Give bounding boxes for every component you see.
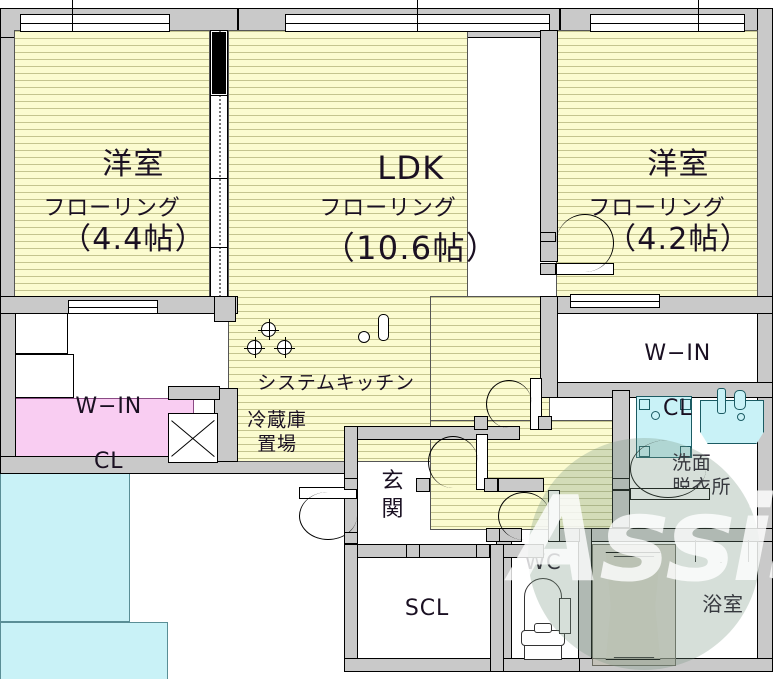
- wall-scl-bottom: [344, 658, 504, 672]
- bathtub-icon: [605, 552, 661, 660]
- wm-foot-tr: [680, 399, 691, 410]
- window-mullion-1: [72, 0, 73, 32]
- window-bedroom-left: [20, 14, 170, 32]
- door-arc-front: [299, 492, 357, 540]
- vanity-basin-icon: [700, 400, 764, 444]
- partition-rail-1: [210, 95, 228, 96]
- fridge-space-icon: [168, 413, 218, 463]
- wall-bath-left: [578, 528, 592, 670]
- door-jamb-hall-left: [416, 478, 430, 492]
- wm-drain-icon: [651, 411, 660, 420]
- vanity-drain-icon: [737, 413, 745, 421]
- window-mullion-3: [698, 0, 699, 32]
- burner-top: [258, 319, 279, 340]
- bath-vent-icon: [695, 540, 749, 562]
- vanity-faucet-icon: [717, 388, 726, 414]
- vanity-mirror-icon: [734, 390, 746, 410]
- toilet-paper-holder-icon: [559, 598, 571, 634]
- door-jamb-front-bottom: [344, 532, 358, 544]
- wall-kitchen-top: [214, 296, 236, 322]
- burner-right: [274, 337, 295, 358]
- sliding-door-partition[interactable]: [210, 30, 228, 298]
- bath-label: 浴室: [702, 592, 744, 616]
- room-ldk: [228, 30, 468, 462]
- wall-closet-left-step: [168, 386, 220, 400]
- scl-label: SCL: [404, 596, 450, 621]
- door-jamb-wc-left: [486, 528, 500, 542]
- wall-hall-right-top: [498, 478, 544, 492]
- door-jamb-br-top: [540, 232, 556, 242]
- wall-wc-bottom: [496, 658, 580, 672]
- wall-closet-left-right-lower: [214, 388, 238, 462]
- scl-jamb-right: [476, 544, 490, 558]
- door-jamb-hall-right: [484, 478, 498, 492]
- window-mullion-2: [417, 0, 418, 32]
- wall-closet-right-left: [540, 296, 558, 398]
- toilet-lid-icon: [534, 623, 552, 633]
- door-jamb-washroom-top: [612, 478, 630, 490]
- bath-vent-triangle: [695, 540, 747, 563]
- entrance-label: 玄関: [381, 469, 405, 522]
- door-arc-hall: [428, 436, 478, 488]
- scl-jamb-left: [406, 544, 420, 558]
- door-jamb-ldk-right: [538, 416, 552, 430]
- toilet-bowl-icon: [524, 578, 562, 660]
- wall-scl-right: [490, 544, 504, 672]
- door-arc-ldk: [486, 380, 532, 428]
- wall-scl-left: [344, 544, 358, 672]
- wall-entrance-top: [344, 426, 520, 440]
- closet-right-door[interactable]: [570, 294, 660, 308]
- door-arc-bedroom-right: [556, 214, 614, 272]
- partition-black-panel: [212, 32, 226, 94]
- door-jamb-ldk-left: [474, 416, 488, 430]
- window-bedroom-right: [590, 14, 745, 32]
- bathtub-inner: [613, 556, 655, 658]
- partition-rail-3: [210, 247, 228, 248]
- wall-ldk-bedroom-right: [540, 30, 558, 262]
- partition-rail-2: [210, 178, 228, 179]
- door-jamb-br-bottom: [540, 263, 556, 275]
- wm-foot-tl: [639, 399, 650, 410]
- kitchen-faucet-icon: [378, 314, 389, 341]
- door-jamb-front-top: [344, 478, 358, 490]
- room-washroom: [0, 472, 130, 622]
- burner-left: [244, 337, 265, 358]
- room-bath: [0, 622, 168, 679]
- wall-outer-right-upper: [757, 8, 773, 670]
- door-arc-washroom: [630, 440, 706, 498]
- wall-corridor-right: [612, 490, 630, 528]
- sink-drain-icon: [358, 331, 370, 343]
- wall-entrance-bottom: [344, 544, 544, 558]
- closet-left-door[interactable]: [68, 300, 158, 314]
- wall-washroom-left: [612, 390, 630, 490]
- door-arc-wc: [498, 492, 550, 540]
- room-bedroom-left: [14, 30, 210, 298]
